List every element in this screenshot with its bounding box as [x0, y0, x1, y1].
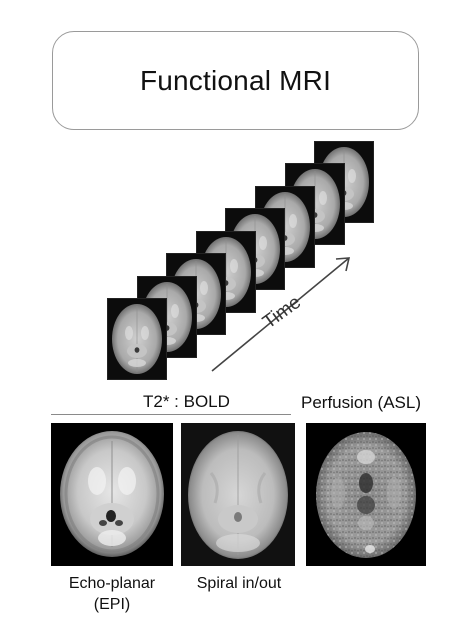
epi-caption-line1: Echo-planar: [68, 575, 156, 592]
epi-scan-image: [51, 423, 173, 566]
spiral-caption-line: Spiral in/out: [196, 575, 282, 592]
title-box: Functional MRI: [52, 31, 419, 130]
spiral-caption: Spiral in/out: [181, 573, 297, 594]
bold-group-rule: [51, 414, 291, 415]
bold-label: T2* : BOLD: [143, 392, 230, 411]
epi-caption-line2: (EPI): [93, 596, 131, 613]
asl-label: Perfusion (ASL): [301, 393, 421, 412]
epi-caption: Echo-planar (EPI): [53, 573, 171, 615]
diagram-title: Functional MRI: [139, 64, 332, 96]
time-series-frame: [108, 299, 166, 379]
spiral-scan-image: [181, 423, 295, 566]
asl-scan-image: [306, 423, 426, 566]
time-series-frame: [226, 209, 284, 289]
